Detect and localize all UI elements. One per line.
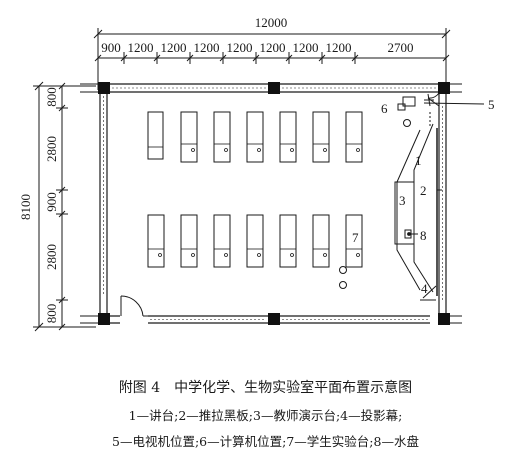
- wall-hatching: [103, 87, 443, 320]
- water-basin: [323, 148, 327, 152]
- projection-screen: [422, 285, 437, 299]
- callout-7: 7: [352, 230, 359, 245]
- water-basin: [356, 148, 360, 152]
- student-table: [279, 111, 297, 163]
- left-segment-label: 800: [44, 304, 59, 324]
- computer-position: [397, 103, 406, 111]
- callout-2: 2: [420, 183, 427, 198]
- water-basin: [191, 148, 195, 152]
- top-dimension-chain: [93, 28, 451, 90]
- left-segment-label: 2800: [44, 136, 59, 162]
- student-table: [279, 214, 297, 268]
- tv-bracket: [424, 93, 434, 107]
- student-table: [147, 214, 165, 268]
- callout-5-leader: [423, 102, 485, 105]
- callout-5: 5: [488, 97, 495, 112]
- student-table: [180, 214, 198, 268]
- water-basin: [323, 253, 327, 257]
- top-segment-label: 900: [101, 40, 121, 55]
- legend-line-2: 5—电视机位置;6—计算机位置;7—学生实验台;8—水盘: [112, 434, 419, 449]
- student-table: [246, 111, 264, 163]
- left-dimension-chain: [33, 81, 96, 332]
- figure-caption-title: 附图 4 中学化学、生物实验室平面布置示意图: [118, 380, 413, 396]
- callout-4: 4: [421, 281, 428, 296]
- callout-1: 1: [415, 153, 422, 168]
- water-basin: [158, 253, 162, 257]
- total-width-label: 12000: [255, 15, 288, 30]
- callout-6: 6: [381, 101, 388, 116]
- student-table: [147, 111, 164, 160]
- total-height-label: 8100: [18, 194, 33, 220]
- student-table: [345, 214, 363, 268]
- top-segment-label: 1200: [260, 40, 286, 55]
- fixture-circle-1: [339, 266, 347, 274]
- water-basin: [290, 148, 294, 152]
- student-table: [312, 111, 330, 163]
- top-segment-labels: 900 1200 1200 1200 1200 1200 1200 1200 2700: [101, 40, 413, 55]
- student-table: [345, 111, 363, 163]
- water-basin: [224, 148, 228, 152]
- student-tables: [147, 111, 363, 268]
- tv-position: [402, 96, 416, 107]
- front-area: [339, 93, 438, 301]
- top-segment-label: 1200: [326, 40, 352, 55]
- left-segment-label: 2800: [44, 244, 59, 270]
- top-segment-label: 1200: [227, 40, 253, 55]
- water-basin: [224, 253, 228, 257]
- callout-3: 3: [399, 193, 406, 208]
- callout-8: 8: [420, 228, 427, 243]
- student-table: [246, 214, 264, 268]
- water-basin: [356, 253, 360, 257]
- student-table: [180, 111, 198, 163]
- left-segment-labels: 800 2800 900 2800 800: [44, 87, 59, 323]
- student-table: [312, 214, 330, 268]
- student-table: [213, 214, 231, 268]
- top-segment-label: 1200: [194, 40, 220, 55]
- legend-line-1: 1—讲台;2—推拉黑板;3—教师演示台;4—投影幕;: [128, 408, 403, 423]
- fixture-circle-top: [403, 119, 411, 127]
- water-basin: [290, 253, 294, 257]
- door-bottom-left: [120, 295, 148, 317]
- fixture-circle-2: [339, 281, 347, 289]
- lecture-podium: [396, 129, 421, 291]
- teacher-demo-table: [394, 181, 415, 245]
- left-segment-label: 800: [44, 87, 59, 107]
- left-segment-label: 900: [44, 192, 59, 212]
- top-segment-label: 1200: [293, 40, 319, 55]
- water-basin: [191, 253, 195, 257]
- podium-edge: [413, 123, 434, 293]
- lab-floor-plan: 12000 900 1200 1200 1200 1200 1200 1200 1200 270…: [18, 15, 495, 332]
- structural-columns: [98, 82, 450, 325]
- water-basin: [257, 148, 261, 152]
- top-segment-label: 1200: [161, 40, 187, 55]
- top-segment-label: 2700: [388, 40, 414, 55]
- water-basin: [257, 253, 261, 257]
- top-segment-label: 1200: [128, 40, 154, 55]
- student-table: [213, 111, 231, 163]
